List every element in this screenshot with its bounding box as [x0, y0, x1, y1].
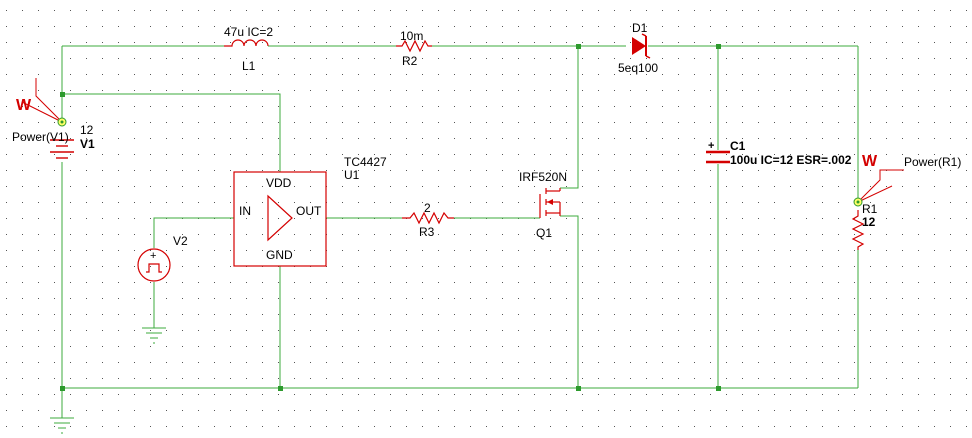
- c1-ref-label: C1: [730, 139, 746, 153]
- pulse-waveform-icon: [146, 263, 162, 273]
- junction-dot: [576, 386, 581, 391]
- power-probe-v1[interactable]: [21, 78, 67, 127]
- u1-ref-label: U1: [344, 168, 360, 182]
- grid-dots: [6, 10, 967, 427]
- junction-dot: [576, 44, 581, 49]
- resistor-r1-symbol[interactable]: [851, 210, 865, 250]
- ground-symbol: [50, 417, 74, 434]
- r1-power-probe-w-icon: W: [862, 153, 878, 170]
- junction-dot: [278, 386, 283, 391]
- u1-value-label: TC4427: [344, 155, 387, 169]
- wire-drain: [560, 46, 579, 189]
- junction-dot: [60, 386, 65, 391]
- inductor-l1-symbol[interactable]: [224, 39, 269, 47]
- wire-vdd-supply: [62, 93, 281, 172]
- ground-symbol: [142, 327, 166, 344]
- v2-ref-label: V2: [173, 234, 188, 248]
- junctions: [60, 44, 721, 391]
- d1-ref-label: D1: [632, 21, 648, 35]
- r1-value-label: 12: [862, 215, 876, 229]
- u1-pin-out-label: OUT: [296, 204, 322, 218]
- v1-power-probe-w-icon: W: [16, 97, 32, 114]
- u1-pin-gnd-label: GND: [266, 248, 293, 262]
- v1-power-probe-label: Power(V1): [12, 130, 69, 144]
- resistor-r2-symbol[interactable]: [396, 39, 432, 53]
- l1-value-label: 47u IC=2: [224, 25, 274, 39]
- junction-dot: [716, 44, 721, 49]
- d1-value-label: 5eq100: [618, 61, 659, 75]
- driver-u1-box[interactable]: [233, 171, 327, 267]
- resistor-r3-symbol[interactable]: [402, 211, 454, 225]
- capacitor-c1-symbol[interactable]: [706, 150, 730, 164]
- wire-v2-to-in: [153, 217, 234, 248]
- v2-plus-label: +: [150, 250, 157, 262]
- q1-value-label: IRF520N: [519, 170, 568, 184]
- c1-plus-label: +: [708, 140, 715, 152]
- driver-u1-buffer-triangle: [267, 194, 293, 242]
- l1-ref-label: L1: [242, 59, 256, 73]
- wire-source: [560, 215, 579, 388]
- r1-power-probe-label: Power(R1): [904, 155, 962, 169]
- pulse-source-v2-symbol[interactable]: [137, 248, 171, 282]
- r3-ref-label: R3: [419, 225, 435, 239]
- u1-pin-vdd-label: VDD: [266, 176, 292, 190]
- power-probe-r1[interactable]: [853, 169, 904, 207]
- v1-value-label: 12: [80, 123, 94, 137]
- mosfet-arrow-icon: [547, 199, 553, 205]
- wires: [61, 45, 859, 418]
- r3-value-label: 2: [424, 201, 431, 215]
- r1-ref-label: R1: [862, 202, 878, 216]
- r2-ref-label: R2: [402, 54, 418, 68]
- u1-pin-in-label: IN: [239, 204, 251, 218]
- junction-dot: [716, 386, 721, 391]
- battery-v1-symbol[interactable]: [50, 139, 74, 159]
- diode-d1-symbol[interactable]: [632, 33, 651, 59]
- r2-value-label: 10m: [400, 29, 424, 43]
- v1-ref-label: V1: [80, 137, 95, 151]
- c1-value-label: 100u IC=12 ESR=.002: [730, 153, 852, 167]
- q1-ref-label: Q1: [536, 226, 553, 240]
- junction-dot: [60, 92, 65, 97]
